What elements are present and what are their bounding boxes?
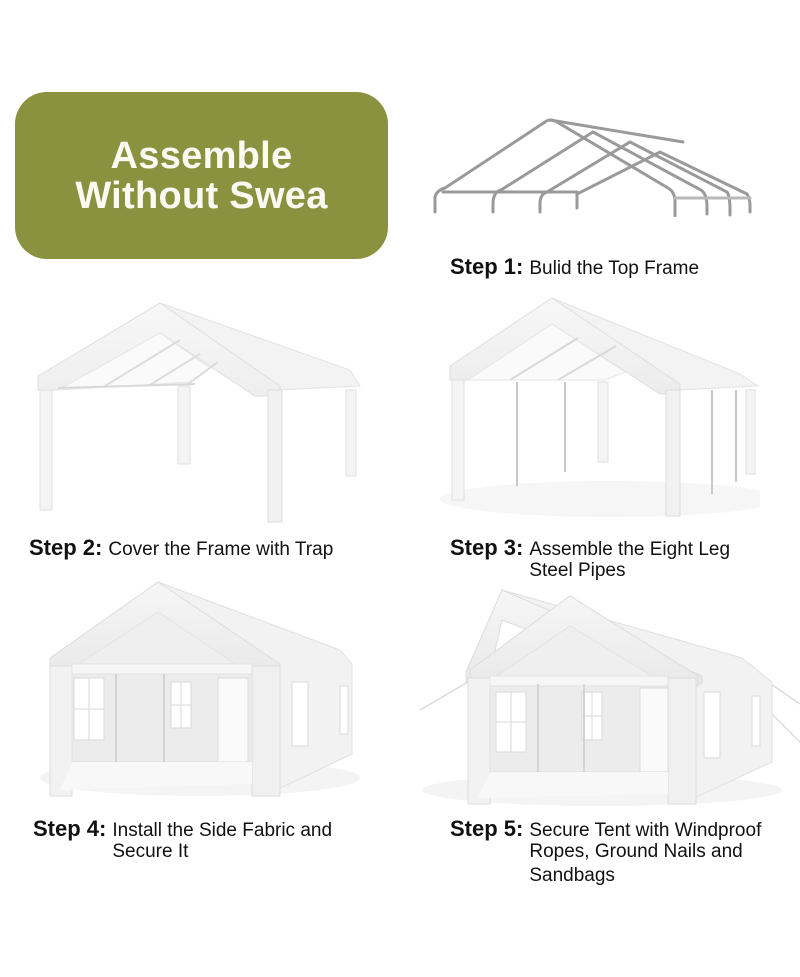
step-4-caption: Step 4: Install the Side Fabric and Secu… — [33, 816, 333, 863]
step-2-text: Cover the Frame with Trap — [108, 539, 334, 560]
step-3-text-line-1: Assemble the Eight Leg — [529, 539, 731, 560]
step-1-text: Bulid the Top Frame — [529, 258, 700, 279]
step-3-caption: Step 3: Assemble the Eight Leg Steel Pip… — [450, 535, 731, 582]
tent-legs-icon — [440, 297, 760, 517]
step-4-text-line-1: Install the Side Fabric and — [112, 820, 333, 841]
tent-sidewalls-icon — [40, 581, 360, 797]
step-2-label: Step 2: — [29, 535, 103, 560]
step-2-caption: Step 2: Cover the Frame with Trap — [29, 535, 334, 561]
steel-frame-icon — [433, 118, 752, 217]
step-5-label: Step 5: — [450, 816, 524, 841]
step-4-text-line-2: Secure It — [112, 841, 189, 862]
title-line-1: Assemble — [110, 134, 293, 177]
covered-frame-icon — [37, 302, 361, 523]
step-5-text-line-3: Sandbags — [529, 865, 615, 886]
step-5-text-line-2: Ropes, Ground Nails and — [529, 841, 743, 862]
secured-tent-icon — [419, 589, 800, 806]
title-line-2: Without Swea — [75, 174, 328, 217]
step-1-caption: Step 1: Bulid the Top Frame — [450, 254, 700, 280]
step-4-label: Step 4: — [33, 816, 107, 841]
step-5-caption: Step 5: Secure Tent with Windproof Ropes… — [450, 816, 762, 887]
step-1-label: Step 1: — [450, 254, 524, 279]
step-3-text-line-2: Steel Pipes — [529, 560, 626, 581]
step-5-text-line-1: Secure Tent with Windproof — [529, 820, 762, 841]
title-banner: Assemble Without Swea — [15, 92, 388, 259]
step-3-label: Step 3: — [450, 535, 524, 560]
